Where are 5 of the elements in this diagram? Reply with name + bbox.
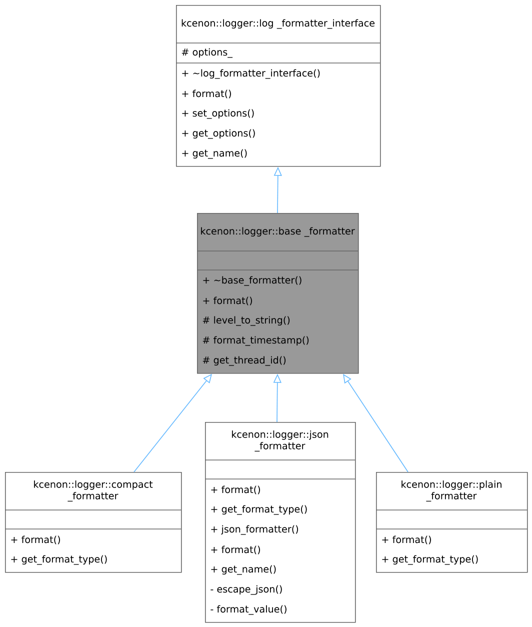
class-box: kcenon::logger::compact _formatter + format() + get_format_type() bbox=[4, 472, 182, 573]
class-box: kcenon::logger::log _formatter_interface # options_ + ~log_formatter_interface() + format() + set_options() + get_options() + get_name() bbox=[176, 5, 381, 167]
class-box: kcenon::logger::json _formatter + format() + get_format_type() + json_formatter() + format() + get_name() - escape_json() - format_value() bbox=[204, 422, 356, 623]
class-box: kcenon::logger::base _formatter + ~base_formatter() + format() # level_to_string() # format_timestamp() # get_thread_id() bbox=[196, 213, 359, 374]
class-box: kcenon::logger::plain _formatter + format() + get_format_type() bbox=[376, 472, 528, 573]
